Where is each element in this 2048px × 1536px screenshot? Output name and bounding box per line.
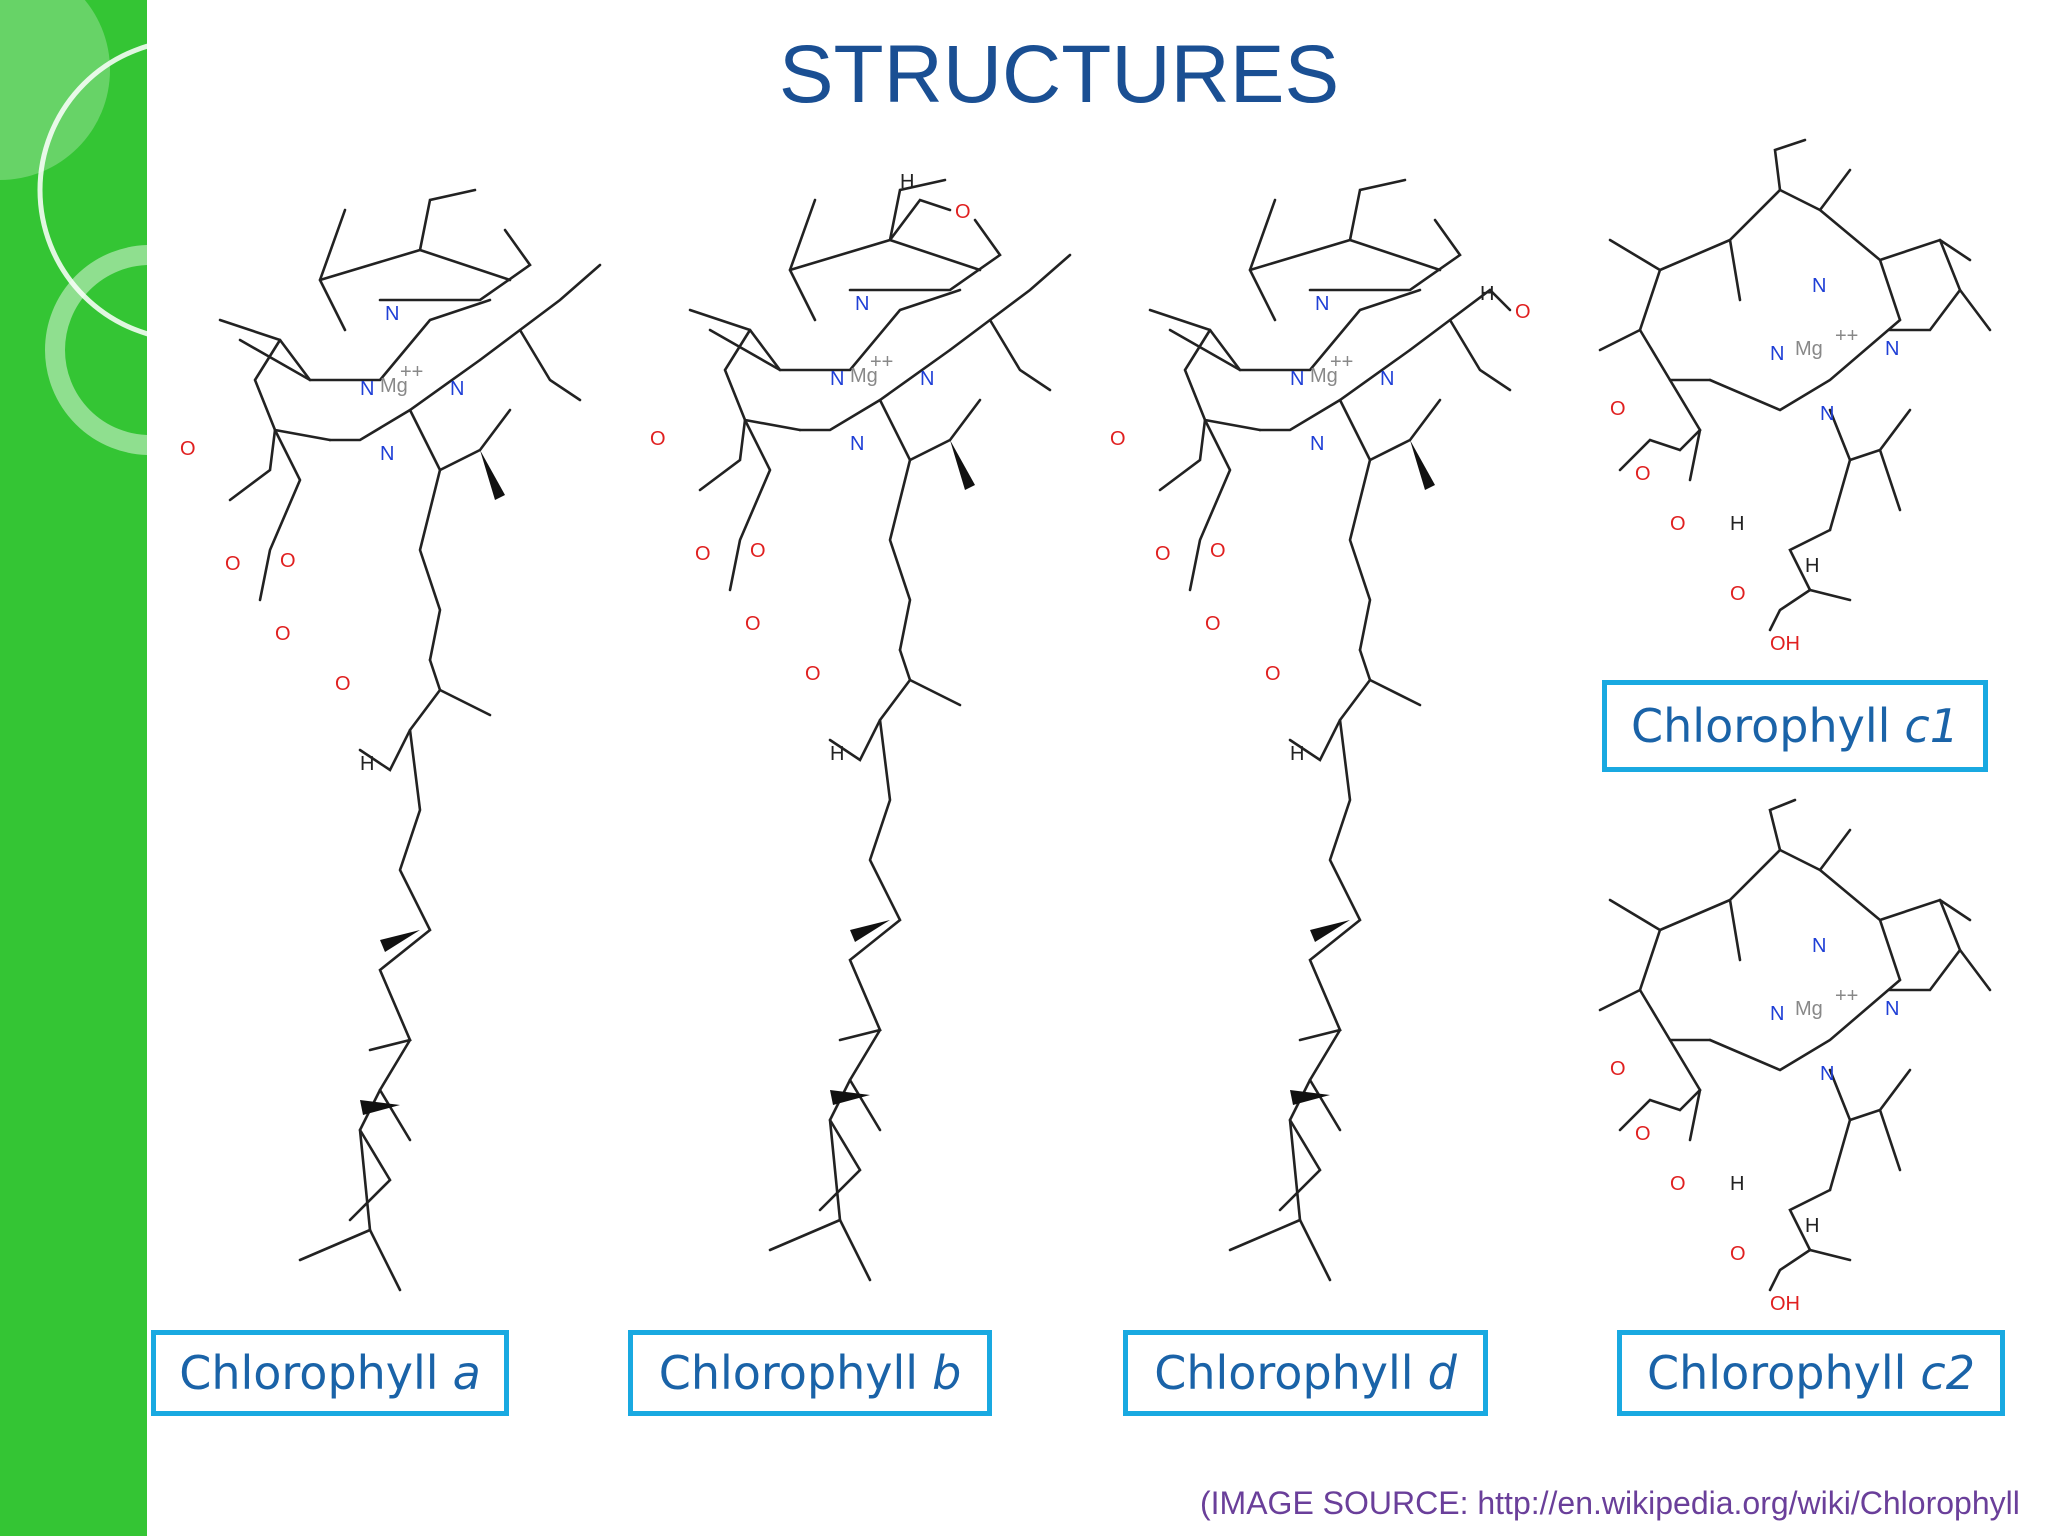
svg-text:O: O <box>1265 663 1281 685</box>
svg-text:O: O <box>750 540 766 562</box>
svg-text:H: H <box>1730 1173 1744 1195</box>
svg-text:O: O <box>180 438 196 460</box>
label-name: Chlorophyll <box>1154 1346 1414 1400</box>
svg-text:O: O <box>1670 513 1686 535</box>
decorative-sidebar <box>0 0 147 1536</box>
svg-text:O: O <box>695 543 711 565</box>
svg-text:O: O <box>1730 583 1746 605</box>
svg-text:H: H <box>1805 1215 1819 1237</box>
svg-text:O: O <box>280 550 296 572</box>
svg-text:Mg: Mg <box>1795 998 1823 1020</box>
svg-text:N: N <box>1812 935 1826 957</box>
svg-text:O: O <box>1155 543 1171 565</box>
molecule-chlorophyll-b: N N Mg ++ N N O O O O O H H O <box>650 171 1072 1282</box>
svg-text:O: O <box>1635 463 1651 485</box>
svg-text:N: N <box>1380 368 1394 390</box>
svg-text:++: ++ <box>1835 985 1858 1007</box>
svg-text:Mg: Mg <box>1310 365 1338 387</box>
svg-text:H: H <box>1805 555 1819 577</box>
svg-text:O: O <box>805 663 821 685</box>
svg-text:O: O <box>1210 540 1226 562</box>
svg-text:Mg: Mg <box>850 365 878 387</box>
svg-text:N: N <box>855 293 869 315</box>
svg-text:++: ++ <box>1835 325 1858 347</box>
label-name: Chlorophyll <box>179 1346 439 1400</box>
svg-text:O: O <box>650 428 666 450</box>
image-source-citation: (IMAGE SOURCE: http://en.wikipedia.org/w… <box>1200 1485 2020 1521</box>
svg-text:O: O <box>1515 301 1531 323</box>
svg-text:O: O <box>1670 1173 1686 1195</box>
svg-text:O: O <box>745 613 761 635</box>
svg-text:O: O <box>1730 1243 1746 1265</box>
svg-text:N: N <box>1310 433 1324 455</box>
sidebar-circles-decoration <box>0 0 147 455</box>
svg-text:H: H <box>900 171 914 193</box>
svg-text:N: N <box>920 368 934 390</box>
label-suffix: b <box>932 1346 962 1400</box>
svg-text:N: N <box>1885 998 1899 1020</box>
svg-text:++: ++ <box>1330 351 1353 373</box>
svg-text:O: O <box>275 623 291 645</box>
svg-text:H: H <box>1730 513 1744 535</box>
label-name: Chlorophyll <box>1631 699 1891 753</box>
svg-text:O: O <box>1610 398 1626 420</box>
svg-text:O: O <box>1635 1123 1651 1145</box>
svg-text:N: N <box>1290 368 1304 390</box>
svg-text:H: H <box>830 743 844 765</box>
svg-text:N: N <box>1812 275 1826 297</box>
molecule-chlorophyll-a: N N Mg ++ N N O O O O O H <box>180 188 602 1292</box>
svg-text:N: N <box>1885 338 1899 360</box>
svg-text:OH: OH <box>1770 633 1800 655</box>
label-suffix: a <box>452 1346 481 1400</box>
molecule-chlorophyll-d: N N Mg ++ N N O O O O O H H O <box>1110 178 1531 1282</box>
label-suffix: c2 <box>1920 1346 1975 1400</box>
svg-text:O: O <box>1110 428 1126 450</box>
svg-text:H: H <box>360 753 374 775</box>
svg-text:O: O <box>955 201 971 223</box>
svg-text:++: ++ <box>400 361 423 383</box>
molecule-chlorophyll-c1: N N Mg ++ N N O O O O OH H H <box>1598 138 1992 655</box>
svg-text:N: N <box>380 443 394 465</box>
svg-text:O: O <box>1205 613 1221 635</box>
label-suffix: c1 <box>1904 699 1959 753</box>
svg-text:H: H <box>1480 283 1494 305</box>
svg-text:O: O <box>1610 1058 1626 1080</box>
svg-text:N: N <box>850 433 864 455</box>
svg-text:++: ++ <box>870 351 893 373</box>
svg-text:N: N <box>1770 1003 1784 1025</box>
svg-text:N: N <box>1315 293 1329 315</box>
molecule-chlorophyll-c2: N N Mg ++ N N O O O O OH H H <box>1598 798 1992 1315</box>
svg-text:N: N <box>1820 403 1834 425</box>
svg-text:Mg: Mg <box>1795 338 1823 360</box>
svg-text:N: N <box>450 378 464 400</box>
label-name: Chlorophyll <box>1647 1346 1907 1400</box>
svg-text:OH: OH <box>1770 1293 1800 1315</box>
svg-text:N: N <box>1770 343 1784 365</box>
label-name: Chlorophyll <box>658 1346 919 1400</box>
label-suffix: d <box>1427 1346 1457 1400</box>
page-title: STRUCTURES <box>778 29 1340 120</box>
svg-text:N: N <box>385 303 399 325</box>
svg-text:H: H <box>1290 743 1304 765</box>
svg-text:N: N <box>1820 1063 1834 1085</box>
svg-text:O: O <box>335 673 351 695</box>
svg-text:Mg: Mg <box>380 375 408 397</box>
svg-text:N: N <box>830 368 844 390</box>
svg-text:N: N <box>360 378 374 400</box>
svg-text:O: O <box>225 553 241 575</box>
